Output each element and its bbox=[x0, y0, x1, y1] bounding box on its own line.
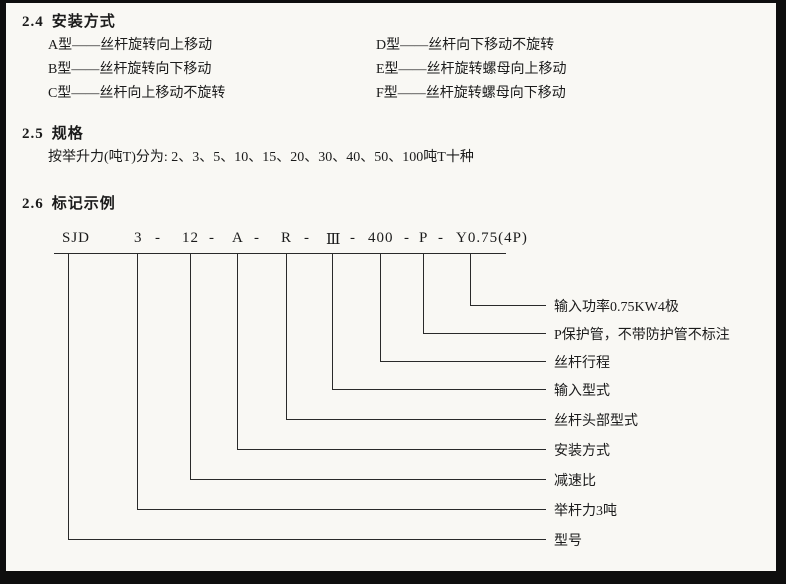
code-dash: - bbox=[350, 230, 356, 246]
callout-hline bbox=[470, 305, 546, 306]
model-code-row: SJD 3 - 12 - A - R - Ⅲ - 400 - P - Y0.75… bbox=[6, 230, 786, 250]
model-code-part-series: SJD bbox=[62, 230, 91, 246]
model-code-part-ratio: 12 bbox=[182, 230, 199, 246]
callout-hline bbox=[190, 479, 546, 480]
callout-label-lifting-capacity: 举杆力3吨 bbox=[554, 504, 617, 519]
section-title: 标记示例 bbox=[51, 196, 116, 212]
code-dash: - bbox=[155, 230, 161, 246]
callout-vline bbox=[190, 253, 191, 480]
model-code-part-tube: P bbox=[419, 230, 429, 246]
installation-type-e: E型——丝杆旋转螺母向上移动 bbox=[376, 62, 567, 77]
section-number: 2.5 bbox=[22, 126, 44, 142]
installation-type-a: A型——丝杆旋转向上移动 bbox=[48, 38, 213, 53]
callout-label-model: 型号 bbox=[554, 534, 582, 549]
callout-hline bbox=[332, 389, 546, 390]
callout-label-motor-power: 输入功率0.75KW4极 bbox=[554, 300, 679, 315]
section-heading-2-4: 2.4 安装方式 bbox=[22, 10, 116, 31]
callout-vline bbox=[332, 253, 333, 390]
code-underline bbox=[54, 253, 506, 254]
callout-label-protective-tube: P保护管，不带防护管不标注 bbox=[554, 328, 730, 343]
callout-label-mounting-type: 安装方式 bbox=[554, 444, 610, 459]
callout-vline bbox=[68, 253, 69, 540]
installation-type-c: C型——丝杆向上移动不旋转 bbox=[48, 86, 226, 101]
installation-type-b: B型——丝杆旋转向下移动 bbox=[48, 62, 212, 77]
section-heading-2-6: 2.6 标记示例 bbox=[22, 192, 116, 213]
callout-label-screw-stroke: 丝杆行程 bbox=[554, 356, 610, 371]
callout-label-reduction-ratio: 减速比 bbox=[554, 474, 596, 489]
installation-type-f: F型——丝杆旋转螺母向下移动 bbox=[376, 86, 566, 101]
callout-vline bbox=[286, 253, 287, 420]
code-dash: - bbox=[438, 230, 444, 246]
spec-text: 按举升力(吨T)分为: 2、3、5、10、15、20、30、40、50、100吨… bbox=[48, 150, 474, 165]
code-dash: - bbox=[304, 230, 310, 246]
section-title: 规格 bbox=[51, 126, 84, 142]
installation-type-d: D型——丝杆向下移动不旋转 bbox=[376, 38, 555, 53]
callout-hline bbox=[286, 419, 546, 420]
section-number: 2.4 bbox=[22, 14, 44, 30]
callout-label-screw-head-type: 丝杆头部型式 bbox=[554, 414, 638, 429]
section-heading-2-5: 2.5 规格 bbox=[22, 122, 84, 143]
callout-hline bbox=[237, 449, 546, 450]
callout-vline bbox=[137, 253, 138, 510]
code-dash: - bbox=[404, 230, 410, 246]
page-content: 2.4 安装方式 A型——丝杆旋转向上移动 D型——丝杆向下移动不旋转 B型——丝… bbox=[6, 3, 776, 571]
model-code-part-motor: Y0.75(4P) bbox=[456, 230, 528, 246]
model-code-part-stroke: 400 bbox=[368, 230, 394, 246]
code-dash: - bbox=[209, 230, 215, 246]
callout-vline bbox=[380, 253, 381, 362]
model-code-part-head: R bbox=[281, 230, 293, 246]
callout-vline bbox=[237, 253, 238, 450]
section-number: 2.6 bbox=[22, 196, 44, 212]
callout-hline bbox=[137, 509, 546, 510]
callout-hline bbox=[380, 361, 546, 362]
model-code-part-mounting: A bbox=[232, 230, 244, 246]
section-title: 安装方式 bbox=[51, 14, 116, 30]
callout-vline bbox=[470, 253, 471, 306]
callout-label-input-type: 输入型式 bbox=[554, 384, 610, 399]
model-code-part-capacity: 3 bbox=[134, 230, 143, 246]
callout-vline bbox=[423, 253, 424, 334]
model-code-part-input: Ⅲ bbox=[326, 232, 342, 248]
code-dash: - bbox=[254, 230, 260, 246]
callout-hline bbox=[68, 539, 546, 540]
callout-hline bbox=[423, 333, 546, 334]
